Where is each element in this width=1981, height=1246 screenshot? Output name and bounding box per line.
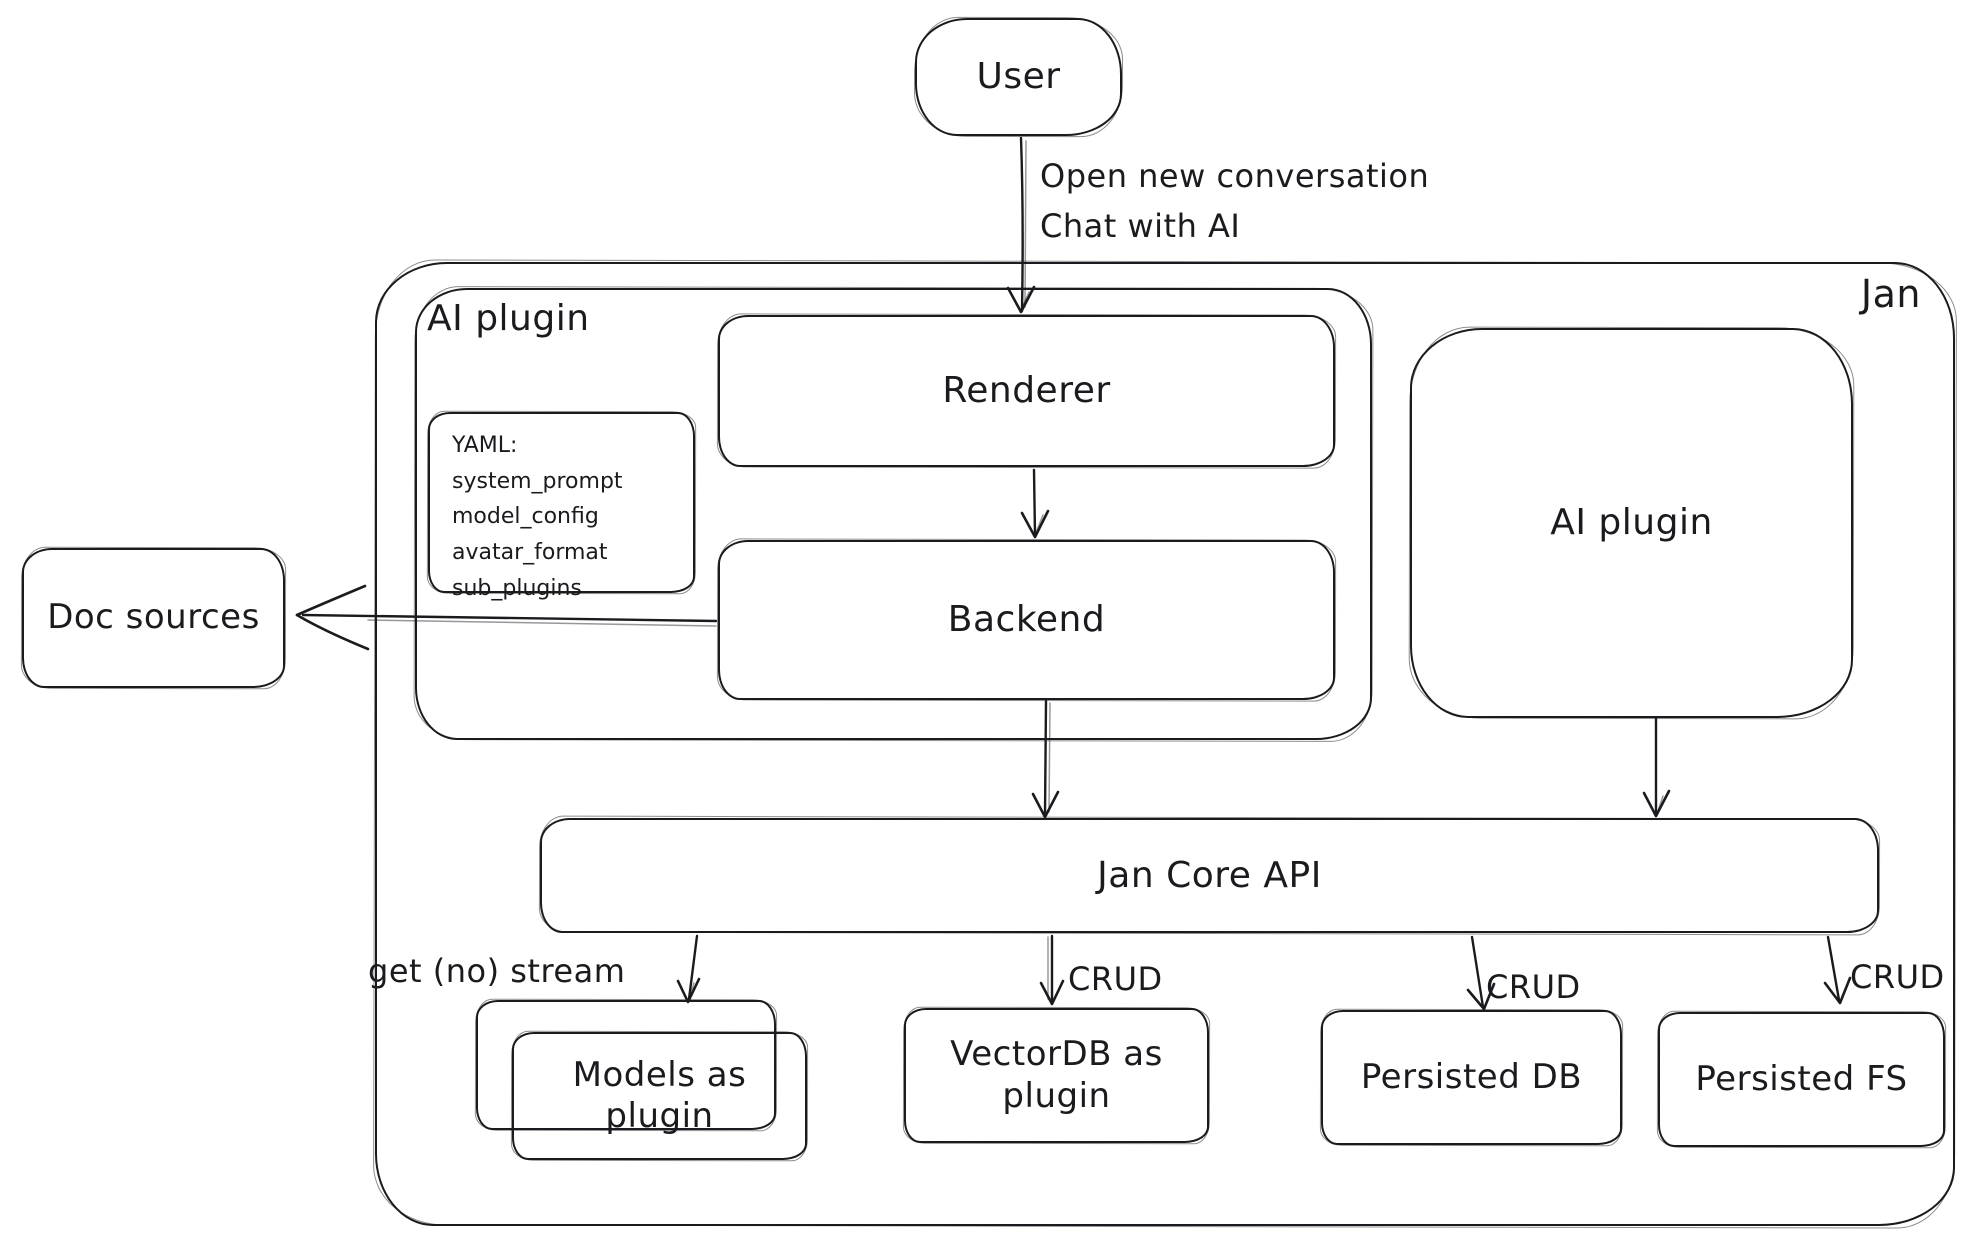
jan-core-api-label: Jan Core API — [1097, 854, 1322, 896]
backend-box: Backend — [718, 540, 1335, 700]
ai-plugin-group: AI plugin — [415, 288, 1372, 740]
doc-sources-label: Doc sources — [47, 597, 260, 638]
yaml-line: system_prompt — [452, 468, 623, 494]
jan-label: Jan — [1860, 272, 1921, 316]
user-box: User — [915, 18, 1122, 136]
jan-container: Jan — [375, 262, 1955, 1226]
yaml-line: avatar_format — [452, 539, 608, 565]
ai-plugin-box-label: AI plugin — [1550, 502, 1713, 544]
crud-vectordb-label: CRUD — [1068, 960, 1163, 998]
ai-plugin-box: AI plugin — [1410, 328, 1853, 718]
user-arrow-label: Open new conversation Chat with AI — [1040, 152, 1429, 251]
models-plugin-box: Models as plugin — [512, 1032, 807, 1160]
renderer-box: Renderer — [718, 315, 1335, 467]
user-arrow-label-line1: Open new conversation — [1040, 157, 1430, 195]
yaml-line: model_config — [452, 504, 599, 530]
yaml-line: YAML: — [452, 433, 518, 458]
renderer-label: Renderer — [942, 370, 1111, 412]
doc-sources-box: Doc sources — [22, 548, 285, 688]
ai-plugin-group-label: AI plugin — [427, 298, 590, 339]
user-arrow-label-line2: Chat with AI — [1040, 206, 1241, 245]
vectordb-plugin-label: VectorDB as plugin — [950, 1034, 1163, 1116]
user-label: User — [976, 56, 1061, 98]
persisted-fs-label: Persisted FS — [1695, 1058, 1908, 1099]
yaml-line: sub_plugins — [452, 575, 582, 601]
persisted-db-box: Persisted DB — [1321, 1010, 1622, 1145]
get-no-stream-label: get (no) stream — [368, 952, 626, 990]
persisted-db-label: Persisted DB — [1360, 1056, 1583, 1097]
crud-persisted-db-label: CRUD — [1486, 968, 1581, 1006]
crud-persisted-fs-label: CRUD — [1850, 958, 1945, 996]
yaml-note: YAML: system_prompt model_config avatar_… — [428, 412, 695, 601]
persisted-fs-box: Persisted FS — [1658, 1012, 1945, 1147]
jan-core-api-box: Jan Core API — [540, 818, 1879, 933]
models-plugin-label: Models as plugin — [572, 1054, 747, 1136]
vectordb-plugin-box: VectorDB as plugin — [904, 1008, 1209, 1143]
backend-label: Backend — [947, 599, 1106, 641]
